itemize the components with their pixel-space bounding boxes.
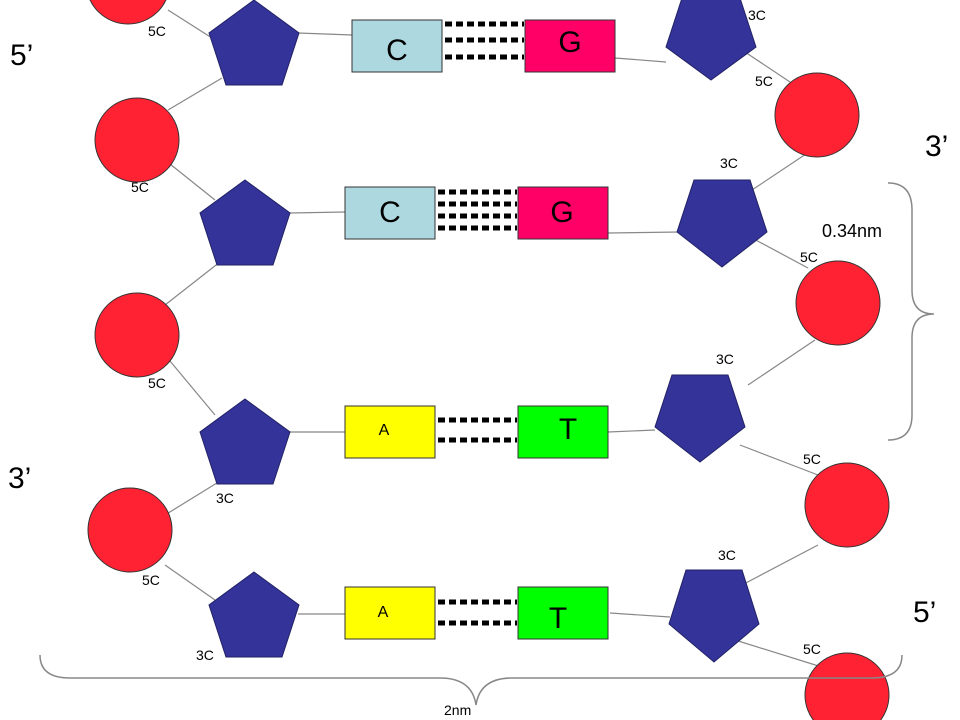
- sugar-pentagon: [199, 179, 291, 266]
- carbon-label: 5C: [131, 179, 149, 195]
- carbon-label: 5C: [148, 23, 166, 39]
- base-box-T: [517, 405, 609, 459]
- phosphate-circle: [795, 260, 881, 346]
- base-pair: C G: [344, 186, 609, 240]
- rise-brace: [887, 182, 935, 441]
- phosphate-circle: [94, 97, 180, 183]
- rise-label: 0.34nm: [822, 221, 882, 241]
- base-letter: G: [558, 26, 581, 59]
- base-pair: A T: [344, 405, 609, 459]
- phosphate-circle: [89, 0, 167, 25]
- left-backbone-lines: [164, 9, 226, 601]
- carbon-label: 5C: [148, 375, 166, 391]
- carbon-label: 5C: [755, 73, 773, 89]
- base-box-G: [517, 186, 609, 240]
- phosphate-circle: [804, 652, 890, 720]
- width-brace: [39, 654, 903, 706]
- carbon-label: 3C: [720, 155, 738, 171]
- phosphate-circle: [87, 487, 173, 573]
- right-backbone-lines: [734, 49, 826, 669]
- phosphate-circle: [804, 462, 890, 548]
- carbon-label: 3C: [716, 351, 734, 367]
- carbon-label: 3C: [748, 7, 766, 23]
- end-label-right-bottom: 5’: [913, 596, 936, 629]
- sugar-pentagon: [654, 374, 746, 463]
- sugar-pentagon: [208, 571, 300, 658]
- carbon-label: 5C: [803, 641, 821, 657]
- base-box-A: [344, 405, 436, 459]
- base-box-A: [344, 586, 436, 640]
- base-box-C: [351, 19, 443, 73]
- phosphate-circle: [94, 292, 180, 378]
- base-box-C: [344, 186, 436, 240]
- base-box-G: [524, 19, 616, 73]
- end-label-left-top: 5’: [10, 39, 33, 72]
- base-letter: T: [549, 602, 567, 635]
- base-pair: A T: [344, 586, 609, 640]
- carbon-label: 3C: [216, 490, 234, 506]
- base-letter: C: [379, 196, 401, 229]
- sugar-pentagon: [208, 0, 300, 86]
- carbon-label: 5C: [142, 572, 160, 588]
- sugar-pentagon: [668, 569, 760, 663]
- base-letter: A: [379, 422, 390, 439]
- carbon-label: 3C: [196, 647, 214, 663]
- sugar-pentagon: [676, 179, 768, 268]
- sugar-pentagon: [665, 0, 757, 81]
- sugar-base-lines: [289, 32, 681, 618]
- base-box-T: [517, 586, 609, 640]
- base-letter: G: [550, 196, 573, 229]
- carbon-label: 5C: [800, 249, 818, 265]
- end-label-right-top: 3’: [925, 130, 948, 163]
- carbon-label: 3C: [718, 547, 736, 563]
- end-label-left-bottom: 3’: [8, 462, 31, 495]
- base-letter: C: [386, 34, 408, 67]
- phosphate-circle: [774, 72, 860, 158]
- carbon-label: 5C: [803, 451, 821, 467]
- sugar-pentagon: [199, 398, 291, 485]
- base-letter: A: [378, 604, 389, 621]
- width-label: 2nm: [444, 702, 471, 718]
- base-pair: C G: [351, 19, 616, 73]
- base-letter: T: [559, 413, 577, 446]
